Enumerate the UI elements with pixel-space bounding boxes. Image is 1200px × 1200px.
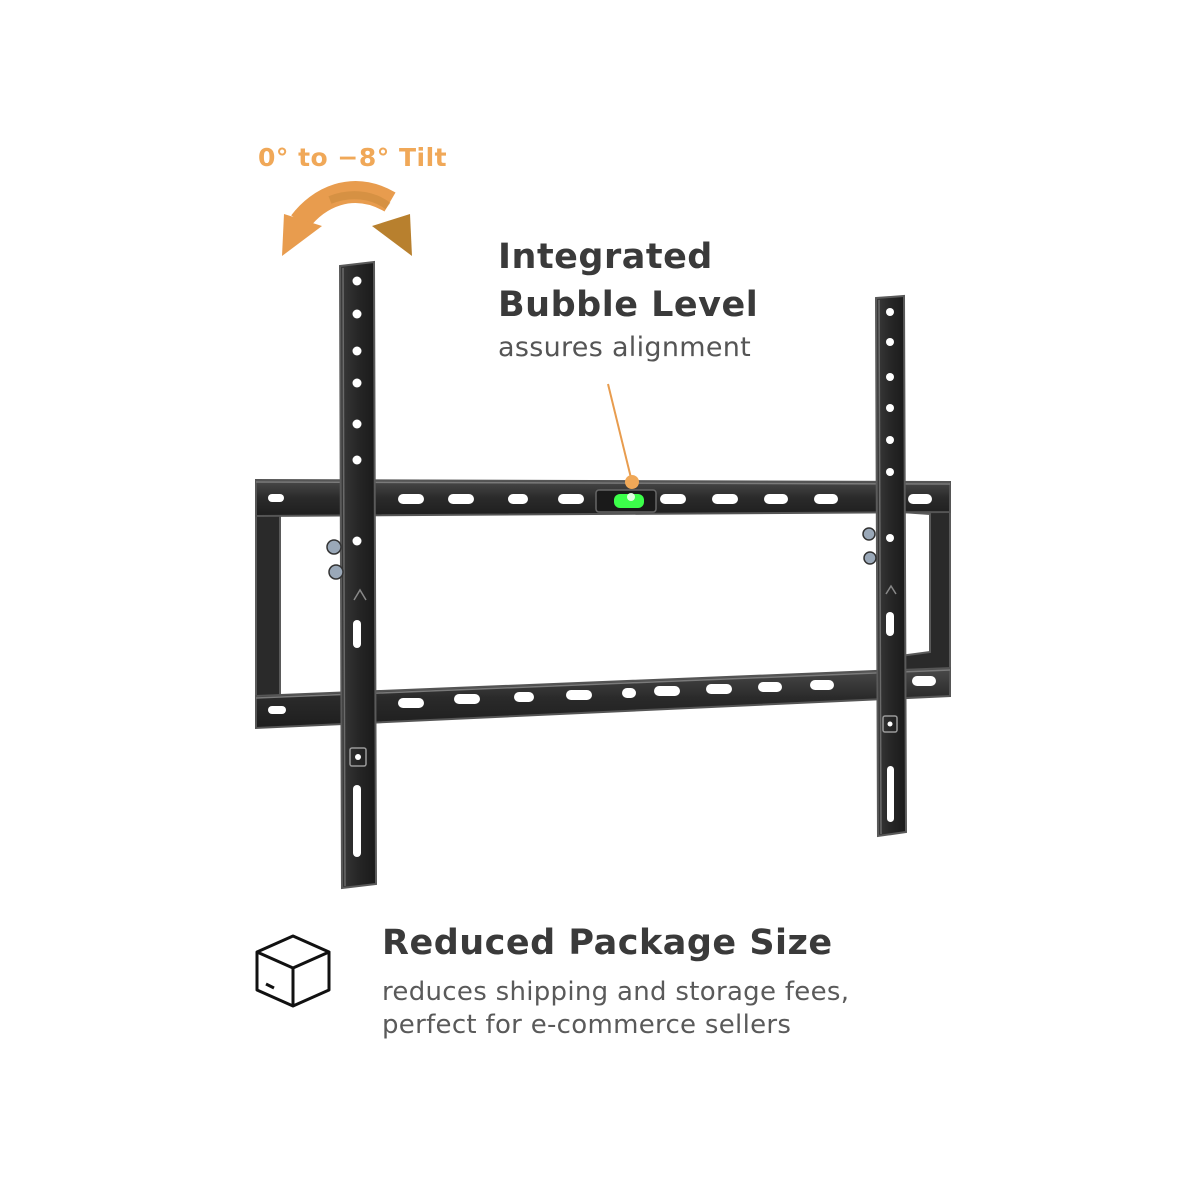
left-vertical-bracket [326, 260, 378, 890]
bubble-level-pointer [607, 383, 639, 489]
right-vertical-bracket [862, 294, 908, 838]
bubble-level-title-line2: Bubble Level [498, 285, 759, 325]
package-title: Reduced Package Size [382, 923, 833, 963]
bubble-level-icon [595, 489, 657, 513]
package-description-line1: reduces shipping and storage fees, [382, 977, 850, 1007]
package-description: reduces shipping and storage fees, perfe… [382, 976, 849, 1042]
package-box-icon [255, 934, 331, 1008]
tilt-label: 0° to −8° Tilt [258, 143, 448, 172]
tilt-arrow-icon [282, 181, 412, 256]
bubble-level-subtitle: assures alignment [498, 332, 752, 363]
bubble-level-title-line1: Integrated [498, 237, 713, 277]
bubble-level-title: Integrated Bubble Level [498, 233, 758, 329]
package-description-line2: perfect for e-commerce sellers [382, 1010, 792, 1040]
